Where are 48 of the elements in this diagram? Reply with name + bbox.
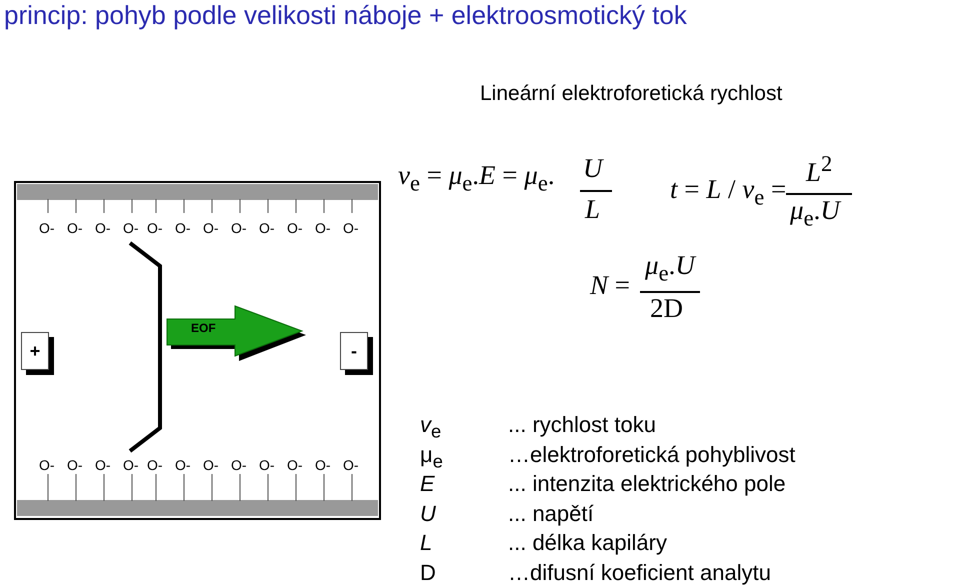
subtitle: Lineární elektroforetická rychlost — [480, 82, 782, 106]
formula-text: t = L / v$_{e}$ = — [670, 174, 786, 210]
charge-label: O- — [259, 457, 275, 473]
charge-label: O- — [231, 220, 247, 236]
charge-label: O- — [343, 457, 359, 473]
charge-label: O- — [123, 220, 139, 236]
formula-text: v$_{e}$ = μ$_{e}$.E = μ$_{e}$. — [398, 160, 555, 196]
formula-text: U — [583, 153, 602, 184]
charge-label: O- — [287, 220, 303, 236]
charge-label: O- — [147, 457, 163, 473]
definition-text: …elektroforetická pohyblivost — [508, 442, 796, 468]
charge-label: O- — [203, 457, 219, 473]
formula-text: 2D — [650, 293, 683, 324]
symbol-label: D — [420, 560, 436, 586]
charge-label: O- — [231, 457, 247, 473]
charge-label: O- — [67, 457, 83, 473]
charge-label: O- — [315, 220, 331, 236]
charge-label: O- — [343, 220, 359, 236]
symbol-label: μ$_{e}$ — [420, 442, 443, 472]
formula-text: L$^{2}$ — [806, 151, 832, 188]
charge-label: O- — [123, 457, 139, 473]
slide-title: princip: pohyb podle velikosti náboje + elektroosmotický tok — [4, 0, 687, 31]
charge-label: O- — [259, 220, 275, 236]
symbol-label: L — [420, 530, 432, 556]
charge-label: O- — [95, 220, 111, 236]
definition-text: ... napětí — [508, 500, 594, 526]
formula-text: N = — [590, 270, 630, 301]
charge-label: O- — [315, 457, 331, 473]
formula-text: μ$_{e}$.U — [645, 250, 695, 286]
charge-label: O- — [67, 220, 83, 236]
charge-label: O- — [287, 457, 303, 473]
symbol-label: U — [420, 500, 436, 526]
charge-label: O- — [147, 220, 163, 236]
symbol-label: E — [420, 471, 435, 497]
definition-text: ... délka kapiláry — [508, 530, 667, 556]
arrow-label: EOF — [191, 321, 216, 335]
definition-text: …difusní koeficient analytu — [508, 560, 771, 586]
definition-text: ... intenzita elektrického pole — [508, 471, 786, 497]
charge-label: O- — [39, 220, 55, 236]
charge-label: O- — [175, 220, 191, 236]
definition-text: ... rychlost toku — [508, 412, 656, 438]
formula-text: L — [585, 194, 600, 225]
charge-label: O- — [175, 457, 191, 473]
charge-label: O- — [39, 457, 55, 473]
symbol-label: v$_{e}$ — [420, 412, 442, 442]
charge-label: O- — [203, 220, 219, 236]
charge-label: O- — [95, 457, 111, 473]
formula-text: μ$_{e}$.U — [790, 195, 840, 232]
